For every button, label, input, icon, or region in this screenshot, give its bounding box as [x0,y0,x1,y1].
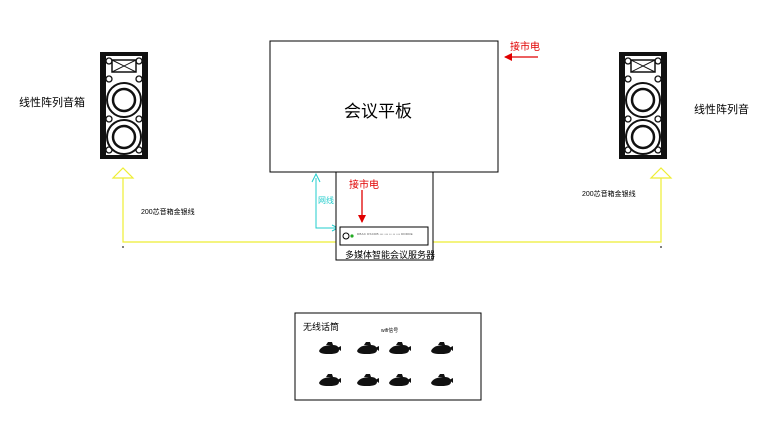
wireless-mic-group [319,342,453,386]
conference-panel [269,40,499,173]
wireless-mic-icon [389,374,411,386]
network-label: 网线 [318,196,334,205]
server-power-label: 接市电 [349,180,379,191]
speaker-right-label: 线性阵列音 [694,104,749,116]
panel-title: 会议平板 [344,102,412,121]
server-front-text: DBAC DSCDB ••• ••• •• •• ••• DDDDE [357,232,413,236]
wireless-mic-icon [389,342,411,354]
wireless-mic-icon [431,342,453,354]
panel-power-label: 接市电 [510,42,540,53]
wireless-mic-icon [319,342,341,354]
wireless-mic-icon [357,342,379,354]
server-status-led [350,234,354,238]
server-power-led [342,232,350,240]
speaker-right-cable-label: 200芯音箱金银线 [582,191,636,198]
server-unit [339,226,429,246]
speaker-right-icon [619,52,667,159]
wireless-mic-icon [357,374,379,386]
wireless-title: 无线话筒 [303,322,340,332]
wireless-signal-label: wifi信号 [381,328,399,334]
speaker-left-icon [100,52,148,159]
wireless-mic-icon [431,374,453,386]
speaker-left-cable-label: 200芯音箱金银线 [141,209,195,216]
wireless-mic-icon [319,374,341,386]
server-label: 多媒体智能会议服务器 [345,250,436,260]
speaker-left-label: 线性阵列音箱 [19,97,85,109]
